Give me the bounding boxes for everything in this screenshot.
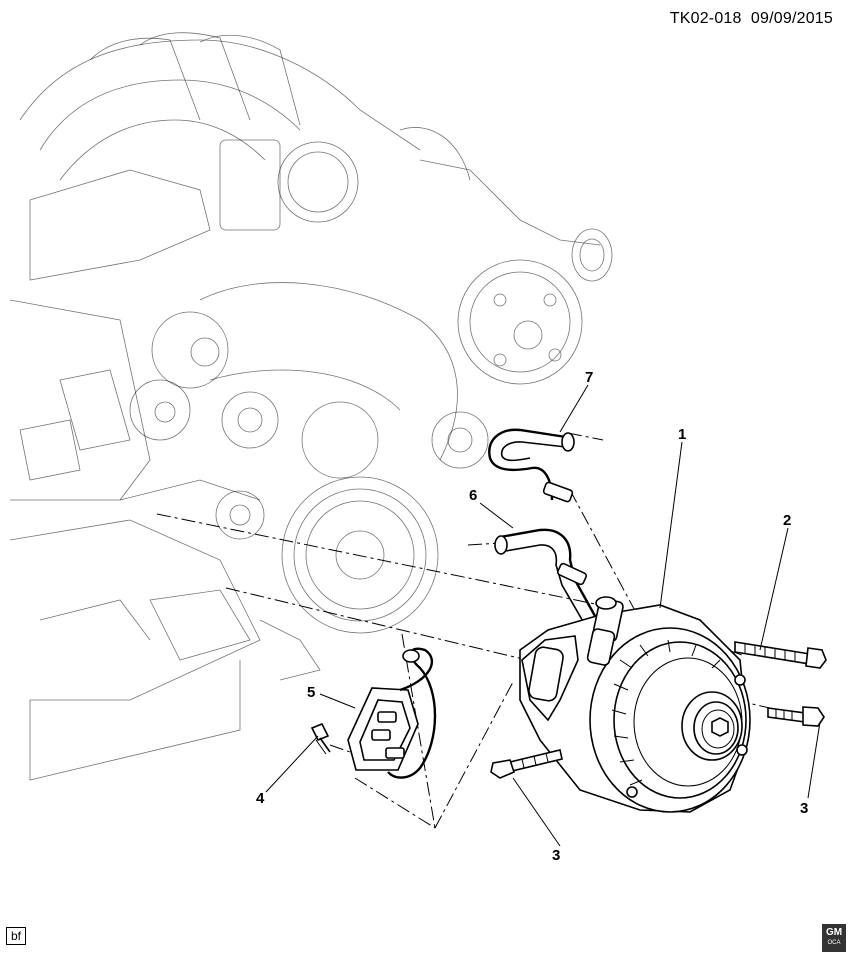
callout-3-left: 3 [552,847,561,864]
document-id: TK02-018 [669,10,742,27]
coolant-hose-upper [488,428,575,503]
generator-bolt-right [767,706,825,727]
callout-6: 6 [469,487,478,504]
engine-assembly-illustration [9,32,613,781]
gm-logo-sub: OCA [827,940,841,946]
document-date: 09/09/2015 [750,10,833,27]
gm-logo: GM OCA [822,924,846,952]
bracket-bolt [310,722,331,755]
generator-bolt-left [490,749,563,779]
diagram-header: TK02-018 09/09/2015 [670,10,833,28]
callout-leader-lines [265,384,821,847]
callout-4: 4 [256,790,265,807]
generator-assembly [519,596,751,813]
callout-7: 7 [585,369,594,386]
generator-long-bolt [734,641,827,669]
coolant-hose-lower [494,528,602,631]
callout-5: 5 [307,684,316,701]
callout-2: 2 [783,512,792,529]
generator-bracket [347,647,437,779]
alignment-lines [156,432,801,829]
callout-3-right: 3 [800,800,809,817]
gm-logo-text: GM [825,927,843,938]
callout-1: 1 [678,426,687,443]
bf-label: bf [6,927,27,945]
